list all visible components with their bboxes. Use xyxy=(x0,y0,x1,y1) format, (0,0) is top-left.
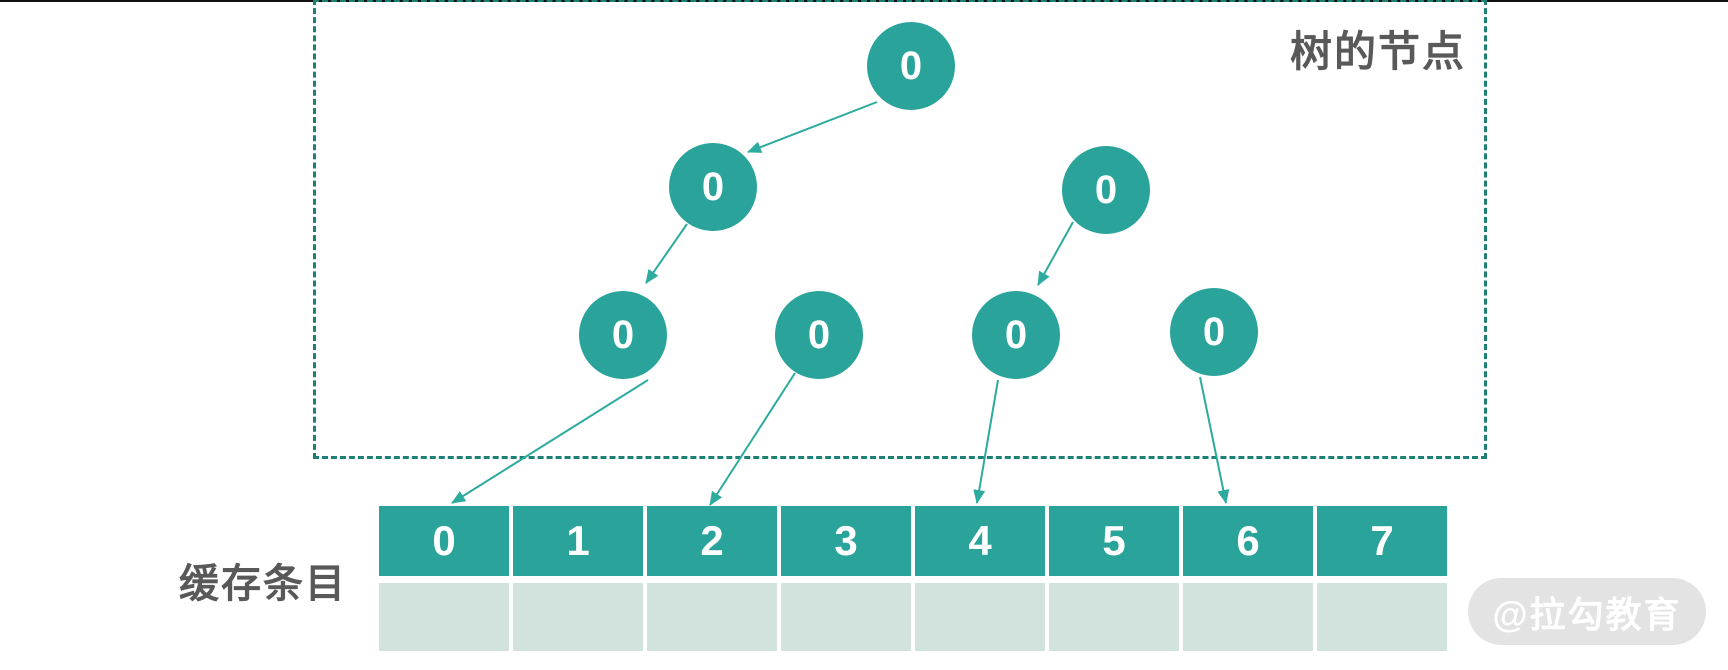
tree-node-value: 0 xyxy=(899,44,923,88)
cache-cell-4: 4 xyxy=(915,506,1045,576)
tree-node-value: 0 xyxy=(611,313,635,357)
cache-slot-2 xyxy=(647,583,777,651)
cache-slot-1 xyxy=(513,583,643,651)
watermark-text: @拉勾教育 xyxy=(1492,593,1682,635)
tree-node-value: 0 xyxy=(701,165,725,209)
cache-slot-0 xyxy=(379,583,509,651)
cache-cell-6: 6 xyxy=(1183,506,1313,576)
cache-slot-6 xyxy=(1183,583,1313,651)
tree-node-l3-4: 0 xyxy=(1170,288,1258,376)
tree-node-l3-3: 0 xyxy=(972,291,1060,379)
watermark-badge: @拉勾教育 xyxy=(1468,578,1706,645)
tree-nodes-region: 树的节点 xyxy=(313,0,1487,459)
tree-node-root: 0 xyxy=(867,22,955,110)
cache-table: 0 1 2 3 4 5 6 7 xyxy=(379,506,1447,651)
cache-slot-4 xyxy=(915,583,1045,651)
tree-node-l2-left: 0 xyxy=(669,143,757,231)
cache-cell-5: 5 xyxy=(1049,506,1179,576)
tree-node-value: 0 xyxy=(1094,168,1118,212)
cache-slot-3 xyxy=(781,583,911,651)
cache-cell-3: 3 xyxy=(781,506,911,576)
cache-cell-2: 2 xyxy=(647,506,777,576)
cache-index-row: 0 1 2 3 4 5 6 7 xyxy=(379,506,1447,576)
tree-node-l2-right: 0 xyxy=(1062,146,1150,234)
tree-node-value: 0 xyxy=(1004,313,1028,357)
tree-node-l3-1: 0 xyxy=(579,291,667,379)
cache-cell-7: 7 xyxy=(1317,506,1447,576)
tree-region-label: 树的节点 xyxy=(1289,28,1466,75)
tree-node-l3-2: 0 xyxy=(775,291,863,379)
tree-node-value: 0 xyxy=(807,313,831,357)
cache-cell-1: 1 xyxy=(513,506,643,576)
cache-empty-row xyxy=(379,583,1447,651)
tree-node-value: 0 xyxy=(1202,310,1226,354)
cache-slot-5 xyxy=(1049,583,1179,651)
cache-slot-7 xyxy=(1317,583,1447,651)
cache-entries-label: 缓存条目 xyxy=(179,562,347,606)
cache-cell-0: 0 xyxy=(379,506,509,576)
